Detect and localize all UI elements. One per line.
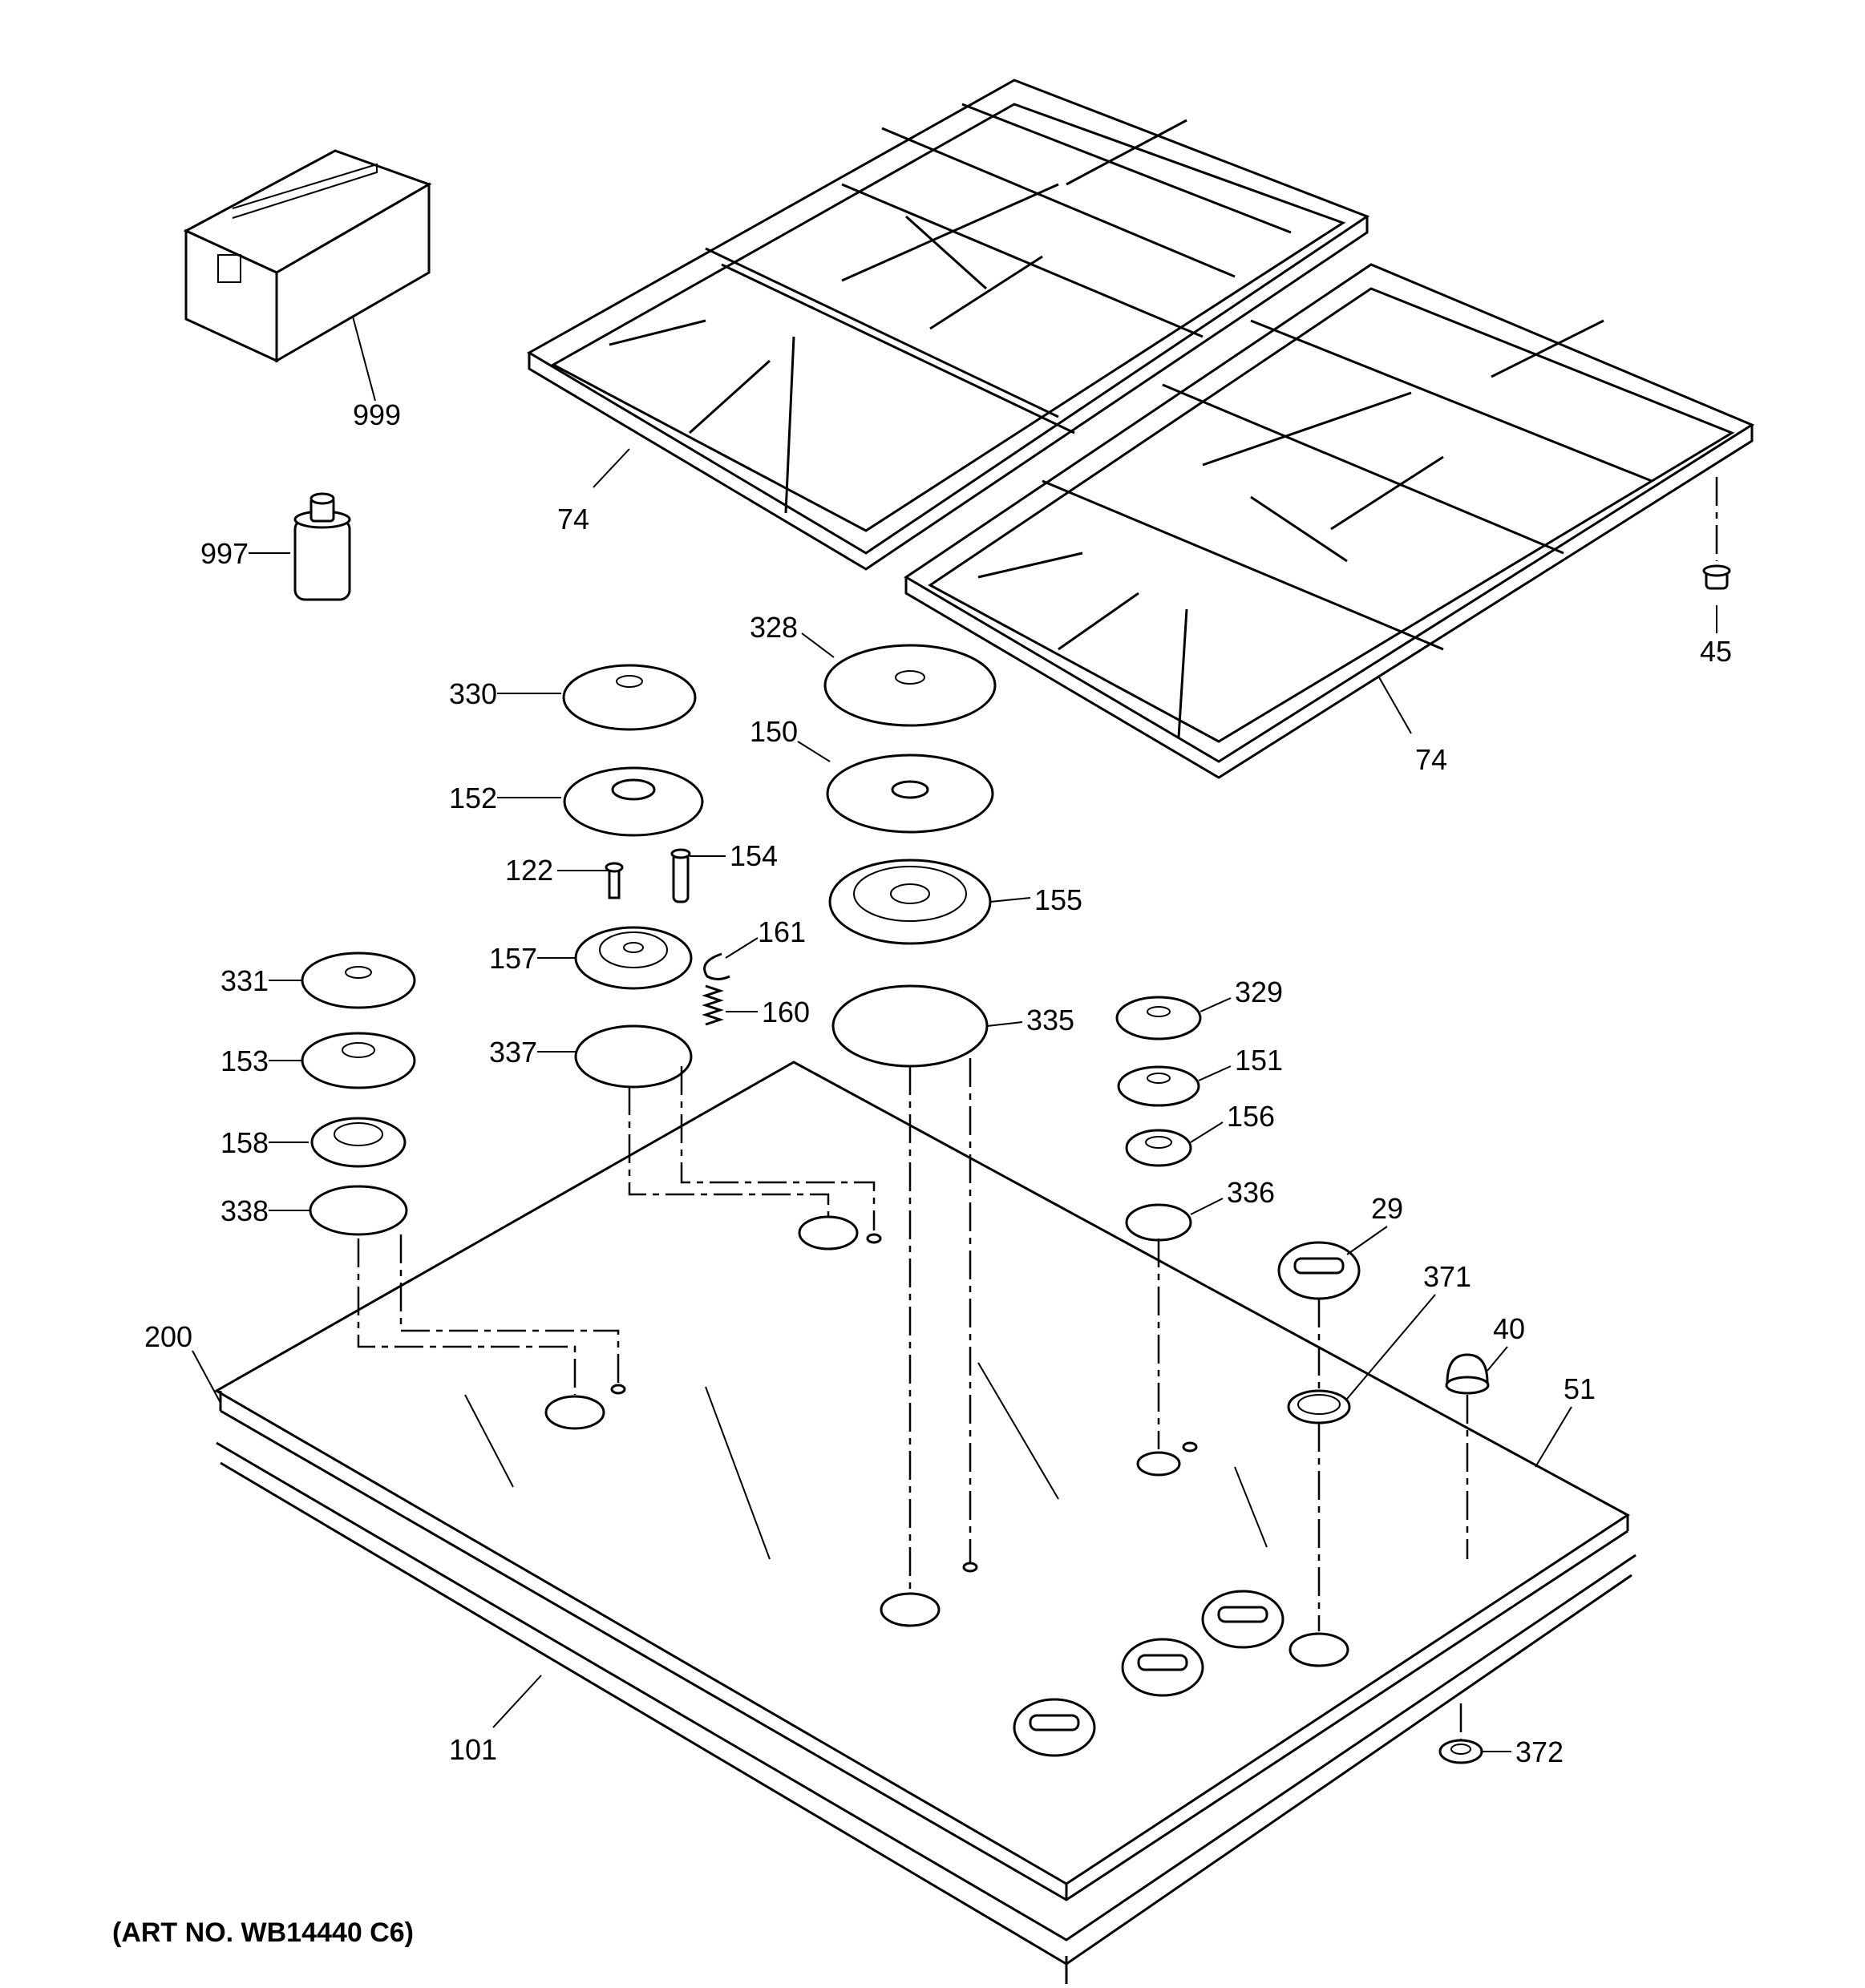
screw-122 (605, 862, 624, 899)
gasket-337 (574, 1024, 693, 1089)
callout-122: 122 (505, 854, 553, 887)
callout-372: 372 (1515, 1735, 1564, 1768)
callout-158: 158 (220, 1126, 269, 1159)
callout-160: 160 (762, 996, 810, 1028)
callout-157: 157 (489, 942, 537, 975)
cap-331 (301, 952, 416, 1009)
callout-156: 156 (1227, 1100, 1275, 1133)
callout-45: 45 (1700, 635, 1732, 668)
base-157 (574, 926, 693, 990)
callout-40: 40 (1493, 1312, 1525, 1345)
leader-lines (192, 316, 1717, 1752)
alignment-lines (357, 1058, 1469, 1740)
callout-336: 336 (1227, 1176, 1275, 1209)
callout-150: 150 (750, 715, 798, 748)
callout-74-right: 74 (1415, 743, 1447, 776)
gasket-335 (831, 984, 989, 1068)
callout-74-left: 74 (557, 503, 589, 535)
callout-999: 999 (353, 398, 401, 431)
head-153 (301, 1032, 416, 1089)
indicator-40 (1445, 1353, 1490, 1395)
cap-328 (823, 644, 997, 727)
base-158 (310, 1117, 407, 1168)
cap-329 (1115, 996, 1202, 1040)
art-number-caption: (ART NO. WB14440 C6) (112, 1917, 414, 1948)
callout-161: 161 (758, 915, 806, 948)
callout-337: 337 (489, 1036, 537, 1069)
callouts: 999 997 74 74 45 330 328 152 150 122 154… (144, 398, 1732, 1768)
electrode-154 (670, 848, 691, 903)
callout-338: 338 (220, 1194, 269, 1227)
callout-329: 329 (1235, 976, 1283, 1008)
control-knobs (1013, 1590, 1284, 1757)
callout-330: 330 (449, 677, 497, 710)
grate-left (527, 79, 1370, 571)
callout-997: 997 (200, 537, 249, 570)
callout-154: 154 (730, 839, 778, 872)
base-156 (1125, 1129, 1192, 1167)
head-150 (826, 754, 994, 834)
callout-335: 335 (1026, 1004, 1074, 1036)
callout-152: 152 (449, 782, 497, 814)
callout-29: 29 (1371, 1192, 1403, 1225)
base-155 (828, 859, 992, 945)
grate-foot (1702, 477, 1731, 590)
head-151 (1117, 1065, 1200, 1107)
gasket-338 (309, 1185, 408, 1236)
foot-372 (1438, 1739, 1483, 1764)
callout-151: 151 (1235, 1044, 1283, 1077)
head-152 (563, 766, 704, 837)
cap-330 (562, 664, 697, 731)
cooktop-glass (213, 1061, 1636, 1984)
ring-371 (1287, 1389, 1351, 1424)
callout-155: 155 (1034, 883, 1082, 916)
knob-29 (1277, 1241, 1361, 1300)
callout-328: 328 (750, 611, 798, 644)
grate-right (904, 263, 1755, 779)
bottle (293, 492, 351, 601)
spring-160 (702, 984, 724, 1026)
carton-box (183, 149, 432, 363)
callout-153: 153 (220, 1045, 269, 1077)
callout-371: 371 (1423, 1260, 1471, 1293)
callout-200: 200 (144, 1320, 192, 1353)
callout-51: 51 (1564, 1372, 1596, 1405)
callout-331: 331 (220, 964, 269, 997)
callout-101: 101 (449, 1733, 497, 1766)
gasket-336 (1125, 1203, 1192, 1242)
clip-161 (703, 952, 730, 980)
